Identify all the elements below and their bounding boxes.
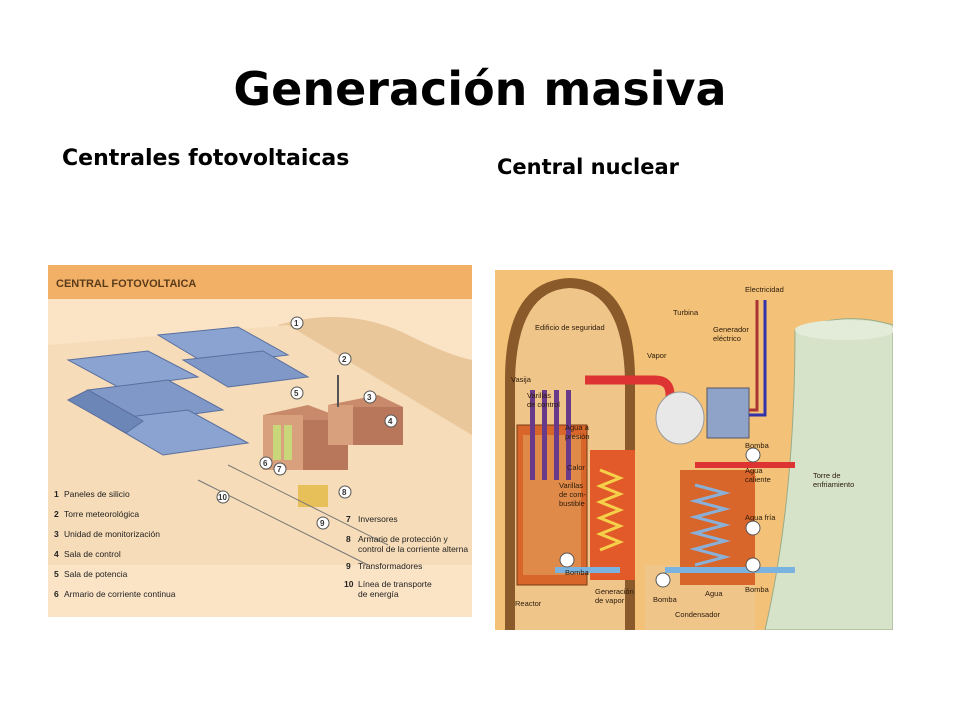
svg-text:Calor: Calor <box>567 463 585 472</box>
pv-header-bar <box>48 265 472 299</box>
svg-text:presión: presión <box>565 432 590 441</box>
svg-text:Varillas: Varillas <box>559 481 583 490</box>
svg-text:Reactor: Reactor <box>515 599 542 608</box>
nuclear-heading: Central nuclear <box>497 155 679 179</box>
steam-coil <box>595 468 625 552</box>
control-buildings <box>197 375 403 566</box>
svg-text:Armario de corriente continua: Armario de corriente continua <box>64 589 176 599</box>
svg-text:9: 9 <box>320 519 325 528</box>
svg-text:Torre meteorológica: Torre meteorológica <box>64 509 139 519</box>
svg-text:1: 1 <box>294 319 299 328</box>
legend-item: 10 <box>344 579 354 589</box>
svg-text:4: 4 <box>388 417 393 426</box>
svg-text:3: 3 <box>367 393 372 402</box>
svg-text:Línea de transporte: Línea de transporte <box>358 579 432 589</box>
control-rods <box>530 390 571 480</box>
svg-text:de control: de control <box>527 400 560 409</box>
svg-text:Generación: Generación <box>595 587 634 596</box>
svg-text:Bomba: Bomba <box>565 568 590 577</box>
svg-text:Generador: Generador <box>713 325 749 334</box>
svg-text:Paneles de silicio: Paneles de silicio <box>64 489 130 499</box>
svg-text:Electricidad: Electricidad <box>745 285 784 294</box>
generator <box>706 387 750 439</box>
svg-text:Sala de control: Sala de control <box>64 549 121 559</box>
svg-text:Agua a: Agua a <box>565 423 590 432</box>
svg-text:Agua: Agua <box>745 466 763 475</box>
legend-item: 8 <box>346 534 351 544</box>
electric-line <box>749 300 767 417</box>
svg-text:Turbina: Turbina <box>673 308 699 317</box>
legend-item: 6 <box>54 589 59 599</box>
svg-text:Vapor: Vapor <box>647 351 667 360</box>
legend-item: de energía <box>358 589 399 599</box>
pv-diagram: CENTRAL FOTOVOLTAICA 1 2 3 4 5 6 7 8 9 <box>48 265 472 617</box>
svg-text:Varillas: Varillas <box>527 391 551 400</box>
svg-text:eléctrico: eléctrico <box>713 334 741 343</box>
legend-item: 5 <box>54 569 59 579</box>
legend-item: 1 <box>54 489 59 499</box>
legend-item: 2 <box>54 509 59 519</box>
svg-text:Transformadores: Transformadores <box>358 561 422 571</box>
svg-text:enfriamiento: enfriamiento <box>813 480 854 489</box>
svg-text:Inversores: Inversores <box>358 514 398 524</box>
svg-text:8: 8 <box>342 488 347 497</box>
svg-text:de vapor: de vapor <box>595 596 625 605</box>
svg-text:Torre de: Torre de <box>813 471 841 480</box>
cooling-tower <box>764 318 893 630</box>
electric-line <box>749 300 759 412</box>
legend-item: control de la corriente alterna <box>358 544 468 554</box>
svg-text:Edificio de seguridad: Edificio de seguridad <box>535 323 605 332</box>
svg-text:5: 5 <box>294 389 299 398</box>
turbine <box>655 391 705 445</box>
svg-text:10: 10 <box>218 493 227 502</box>
nuclear-diagram: Electricidad Edificio de seguridad Turbi… <box>495 270 893 630</box>
svg-text:Agua: Agua <box>705 589 723 598</box>
condenser-coil <box>689 483 731 567</box>
svg-text:Armario de protección y: Armario de protección y <box>358 534 449 544</box>
pv-heading: Centrales fotovoltaicas <box>62 146 350 171</box>
svg-text:Condensador: Condensador <box>675 610 721 619</box>
svg-text:Sala de potencia: Sala de potencia <box>64 569 128 579</box>
svg-text:7: 7 <box>277 465 282 474</box>
pv-callouts: 1 2 3 4 5 6 7 8 9 10 <box>216 316 398 530</box>
svg-text:bustible: bustible <box>559 499 585 508</box>
legend-item: 7 <box>346 514 351 524</box>
svg-text:Vasija: Vasija <box>511 375 532 384</box>
steam-generator <box>590 450 635 580</box>
legend-item: 9 <box>346 561 351 571</box>
nuclear-labels: Electricidad Edificio de seguridad Turbi… <box>511 285 854 619</box>
svg-text:2: 2 <box>342 355 347 364</box>
svg-text:Bomba: Bomba <box>745 441 770 450</box>
svg-text:6: 6 <box>263 459 268 468</box>
pv-legend: 1 Paneles de silicio 2 Torre meteorológica… <box>54 489 468 599</box>
slide-title: Generación masiva <box>233 62 727 116</box>
pumps <box>559 447 761 588</box>
svg-text:Bomba: Bomba <box>653 595 678 604</box>
svg-text:Bomba: Bomba <box>745 585 770 594</box>
pv-header: CENTRAL FOTOVOLTAICA <box>56 278 196 290</box>
legend-item: 4 <box>54 549 59 559</box>
svg-text:caliente: caliente <box>745 475 771 484</box>
cooling-tower-top <box>795 320 893 340</box>
svg-text:Unidad de monitorización: Unidad de monitorización <box>64 529 160 539</box>
solar-panels <box>66 326 310 456</box>
svg-text:Agua fría: Agua fría <box>745 513 776 522</box>
legend-item: 3 <box>54 529 59 539</box>
svg-text:de com-: de com- <box>559 490 587 499</box>
